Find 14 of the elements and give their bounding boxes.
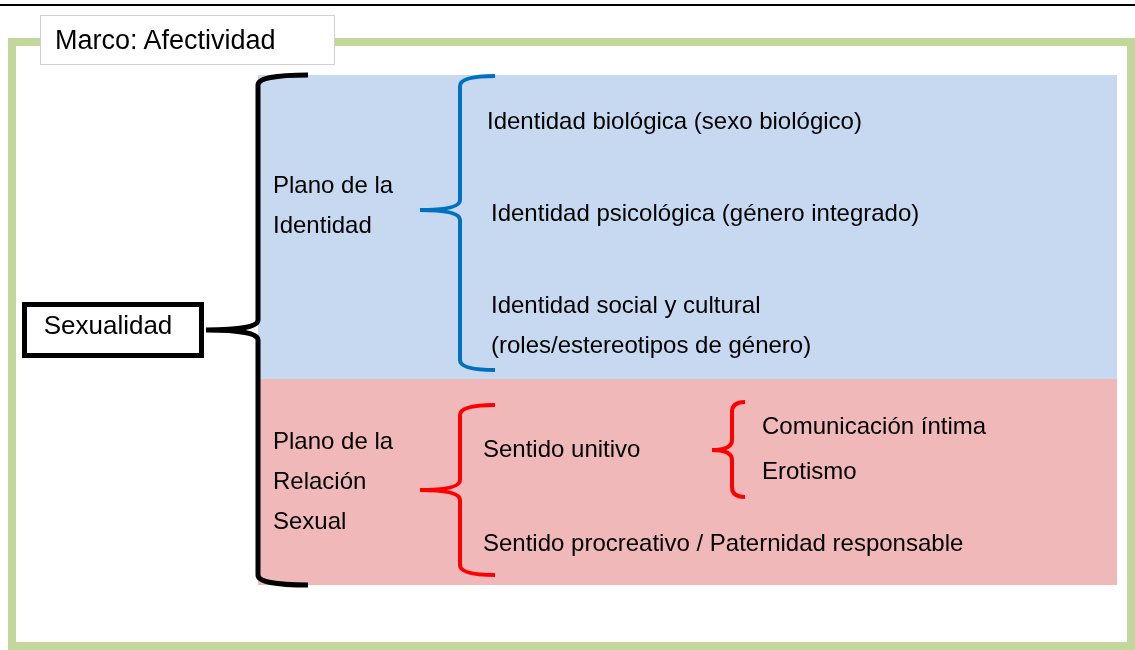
term-box — [22, 302, 204, 358]
frame-title: Marco: Afectividad — [40, 15, 335, 65]
item-text: Identidad psicológica (género integrado) — [491, 198, 921, 228]
band-panel — [258, 75, 1117, 379]
plane-heading: Plano de la Relación Sexual — [273, 426, 395, 536]
item-text: Identidad social y cultural (roles/estereotipos de género) — [491, 290, 813, 360]
band-panel — [258, 379, 1117, 585]
item-text: Sentido procreativo / Paternidad responsable — [483, 528, 965, 558]
item-text: Identidad biológica (sexo biológico) — [487, 106, 863, 136]
item-text: Comunicación íntima — [762, 411, 988, 441]
item-text: Erotismo — [762, 456, 858, 486]
term-label: Sexualidad — [42, 309, 174, 342]
item-text: Sentido unitivo — [483, 434, 642, 464]
plane-heading: Plano de la Identidad — [273, 170, 395, 240]
